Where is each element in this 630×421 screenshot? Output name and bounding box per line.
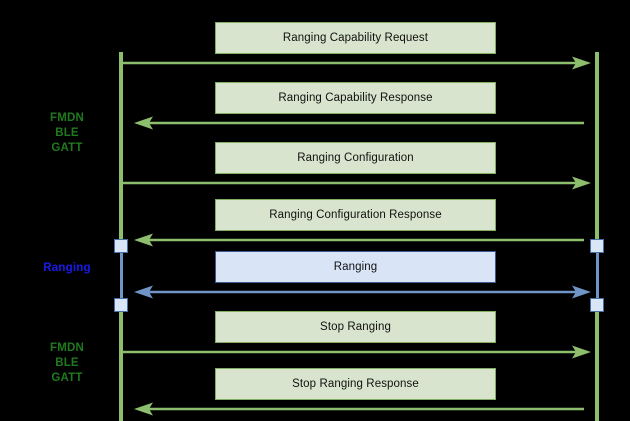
phase-label-line: BLE: [55, 357, 79, 369]
phase-label-line: GATT: [51, 142, 83, 154]
activation-left-bottom: [114, 298, 128, 312]
message-label: Ranging: [333, 261, 378, 273]
activation-right-top: [590, 239, 604, 253]
message-box-ranging-configuration: Ranging Configuration: [215, 142, 496, 174]
phase-label-fmdn-ble-gatt-top: FMDN BLE GATT: [24, 111, 110, 156]
phase-label-ranging: Ranging: [24, 261, 110, 276]
left-lifeline-green-top: [119, 52, 123, 246]
right-lifeline-green-top: [595, 52, 599, 246]
right-lifeline-blue-ranging: [595, 246, 599, 305]
message-box-ranging-capability-response: Ranging Capability Response: [215, 82, 496, 114]
message-box-stop-ranging: Stop Ranging: [215, 311, 496, 343]
phase-label-line: Ranging: [43, 262, 91, 274]
message-label: Ranging Capability Request: [282, 32, 429, 44]
message-arrow-ranging-configuration-response: [134, 233, 584, 247]
message-label: Ranging Capability Response: [278, 92, 433, 104]
phase-label-line: GATT: [51, 372, 83, 384]
activation-left-top: [114, 239, 128, 253]
phase-label-line: BLE: [55, 127, 79, 139]
message-box-ranging-capability-request: Ranging Capability Request: [215, 22, 496, 54]
message-label: Stop Ranging: [320, 321, 391, 333]
message-arrow-ranging-capability-request: [121, 56, 591, 70]
message-arrow-ranging-bidirectional: [134, 285, 591, 299]
activation-right-bottom: [590, 298, 604, 312]
phase-label-line: FMDN: [49, 112, 84, 124]
right-lifeline-green-bottom: [595, 305, 599, 421]
phase-label-line: FMDN: [49, 342, 84, 354]
message-label: Ranging Configuration Response: [269, 209, 442, 221]
message-arrow-ranging-capability-response: [134, 116, 584, 130]
message-label: Ranging Configuration: [297, 152, 414, 164]
message-box-ranging-configuration-response: Ranging Configuration Response: [215, 199, 496, 231]
message-box-ranging: Ranging: [215, 251, 496, 283]
message-arrow-ranging-configuration: [121, 176, 591, 190]
message-label: Stop Ranging Response: [292, 378, 419, 390]
left-lifeline-blue-ranging: [119, 246, 123, 305]
message-arrow-stop-ranging-response: [134, 402, 584, 416]
message-arrow-stop-ranging: [121, 345, 591, 359]
message-box-stop-ranging-response: Stop Ranging Response: [215, 368, 496, 400]
left-lifeline-green-bottom: [119, 305, 123, 421]
phase-label-fmdn-ble-gatt-bottom: FMDN BLE GATT: [24, 341, 110, 386]
